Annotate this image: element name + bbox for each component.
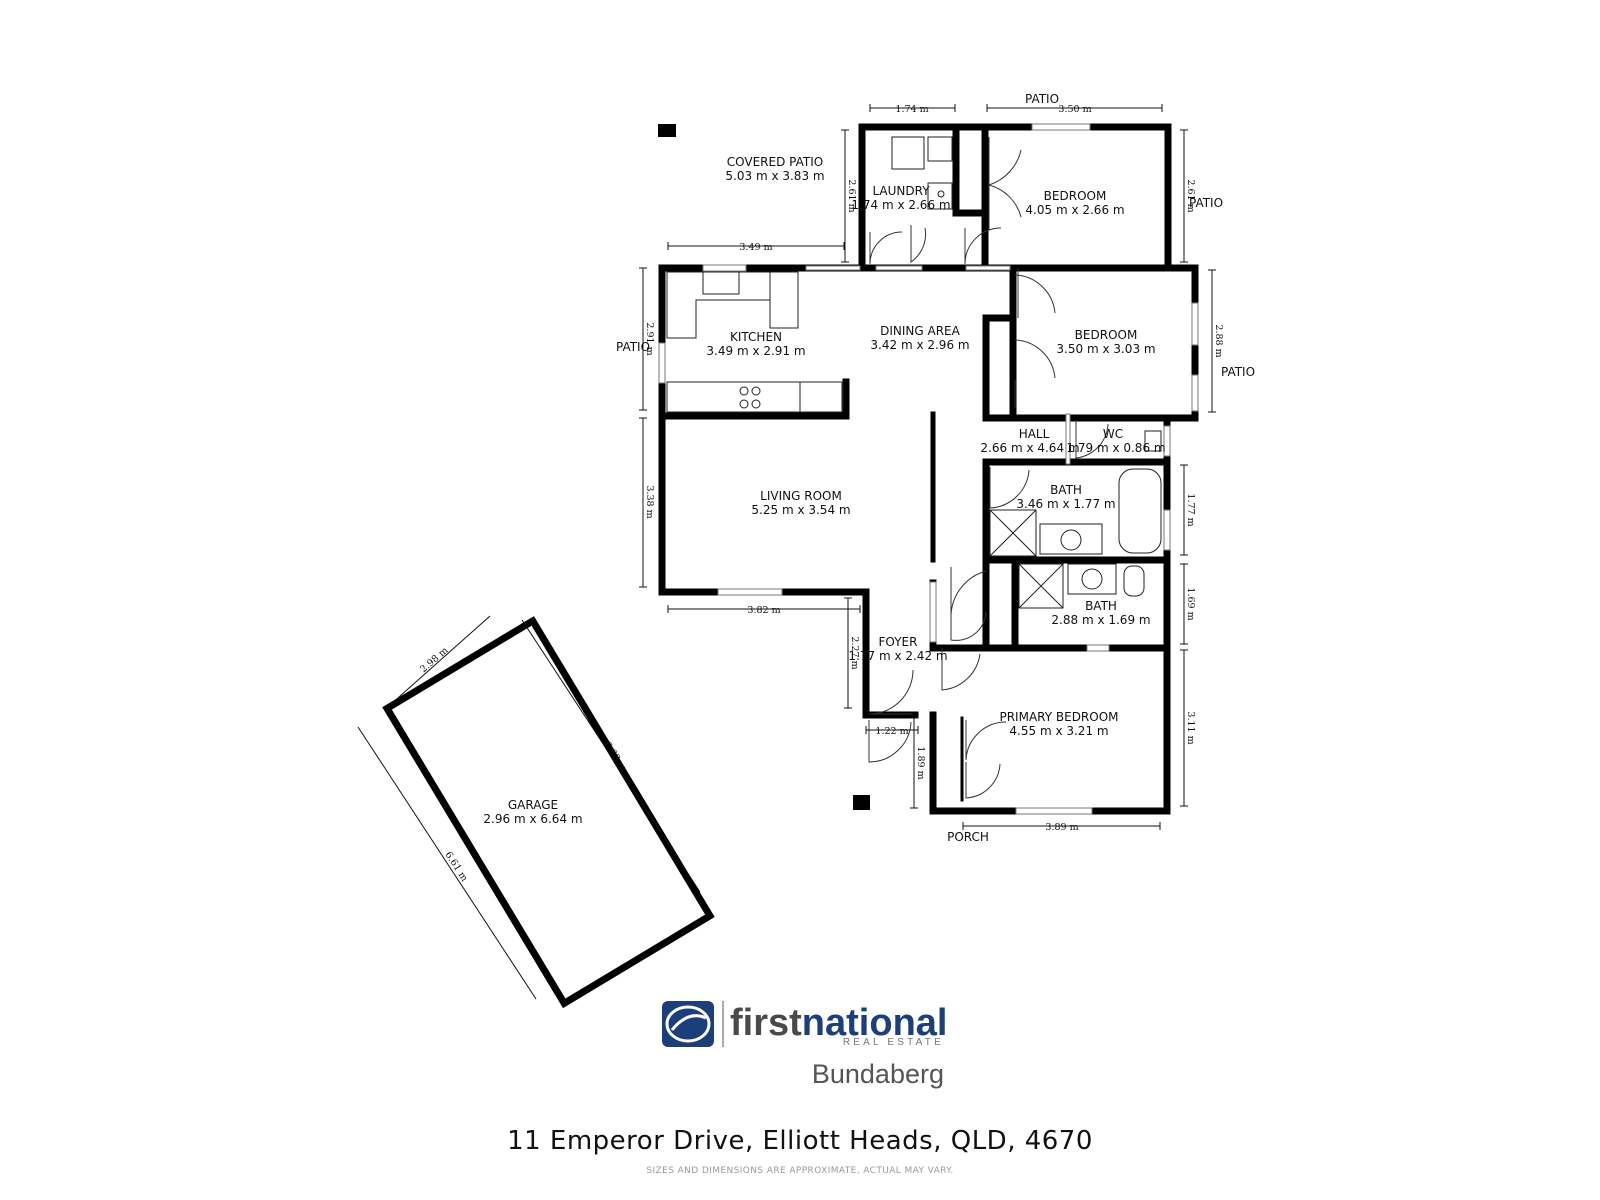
room-primary-size: 4.55 m x 3.21 m [1009,724,1108,738]
dim-laundry-height: 2.61 m [846,179,857,212]
dim-kitchen-height: 2.91 m [644,322,655,355]
room-garage-size: 2.96 m x 6.64 m [483,812,582,826]
label-patio-right-top: PATIO [1189,196,1223,210]
post-marker [658,124,676,137]
room-dining-size: 3.42 m x 2.96 m [870,338,969,352]
room-foyer-size: 1.77 m x 2.42 m [848,649,947,663]
room-primary-name: PRIMARY BEDROOM [999,710,1118,724]
room-hall-name: HALL [1019,427,1050,441]
room-kitchen-size: 3.49 m x 2.91 m [706,344,805,358]
dim-kitchen-width: 3.49 m [739,242,772,253]
room-bedroom-mid-size: 3.50 m x 3.03 m [1056,342,1155,356]
room-bath-lower-size: 2.88 m x 1.69 m [1051,613,1150,627]
brand-name-first: first [730,1002,802,1044]
dim-primary-width: 3.89 m [1045,822,1078,833]
room-bath-lower-name: BATH [1085,599,1117,613]
dimension-lines [357,104,1216,1000]
room-wc-name: WC [1103,427,1123,441]
toilet-2 [1123,565,1145,597]
room-laundry-name: LAUNDRY [872,184,930,198]
dim-bath-lower-height: 1.69 m [1185,587,1196,620]
dim-porch-width: 1.22 m [875,726,908,737]
dim-garage-left: 6.61 m [442,850,469,884]
disclaimer: SIZES AND DIMENSIONS ARE APPROXIMATE, AC… [646,1166,954,1176]
post-marker [853,795,870,810]
room-garage-name: GARAGE [508,798,558,812]
room-foyer-name: FOYER [879,635,918,649]
dim-laundry-width: 1.74 m [895,104,928,115]
label-patio-left: PATIO [616,340,650,354]
room-labels: COVERED PATIO 5.03 m x 3.83 m LAUNDRY 1.… [483,155,1165,826]
brand-name-national: national [802,1002,948,1044]
windows [658,123,1199,815]
laundry-tub [891,136,925,170]
bathtub [1118,468,1162,554]
dim-living-width: 3.82 m [747,605,780,616]
brand-office: Bundaberg [812,1059,944,1089]
walls [382,123,1199,1009]
brand-name: firstnational [730,1002,947,1044]
dim-garage-right: 6.68 m [601,740,628,774]
room-bath-upper-name: BATH [1050,483,1082,497]
room-living-size: 5.25 m x 3.54 m [751,503,850,517]
outside-labels: PATIO PATIO PATIO PATIO PORCH [616,92,1255,844]
room-bedroom-top-size: 4.05 m x 2.66 m [1025,203,1124,217]
label-porch: PORCH [947,830,989,844]
property-address: 11 Emperor Drive, Elliott Heads, QLD, 46… [507,1126,1093,1156]
dim-primary-height: 3.11 m [1185,711,1196,744]
room-dining-name: DINING AREA [880,324,961,338]
room-living-name: LIVING ROOM [760,489,842,503]
brand-logo: firstnational REAL ESTATE Bundaberg [662,1001,947,1089]
room-hall-size: 2.66 m x 4.64 m [980,441,1079,455]
room-bedroom-top-name: BEDROOM [1044,189,1107,203]
dim-bedroom-top-width: 3.50 m [1058,104,1091,115]
dim-bath-upper-height: 1.77 m [1185,493,1196,526]
dim-porch-height: 1.89 m [915,746,926,779]
wc-toilet [1144,430,1162,452]
room-wc-size: 1.79 m x 0.86 m [1066,441,1165,455]
label-patio-top: PATIO [1025,92,1059,106]
room-kitchen-name: KITCHEN [730,330,782,344]
dim-bedroom-mid-height: 2.88 m [1213,324,1224,357]
brand-emblem-icon [662,1001,714,1047]
kitchen-sink [702,271,740,295]
doors [868,137,1109,799]
room-covered-patio-size: 5.03 m x 3.83 m [725,169,824,183]
dim-bedroom-top-height: 2.61 m [1185,179,1196,212]
room-bath-upper-size: 3.46 m x 1.77 m [1016,497,1115,511]
dim-living-height: 3.38 m [644,485,655,518]
brand-tagline: REAL ESTATE [843,1037,944,1048]
room-covered-patio-name: COVERED PATIO [727,155,823,169]
room-bedroom-mid-name: BEDROOM [1075,328,1138,342]
dim-foyer-height: 2.27 m [849,636,860,669]
fixtures [666,136,1162,609]
room-laundry-size: 1.74 m x 2.66 m [851,198,950,212]
label-patio-right-mid: PATIO [1221,365,1255,379]
